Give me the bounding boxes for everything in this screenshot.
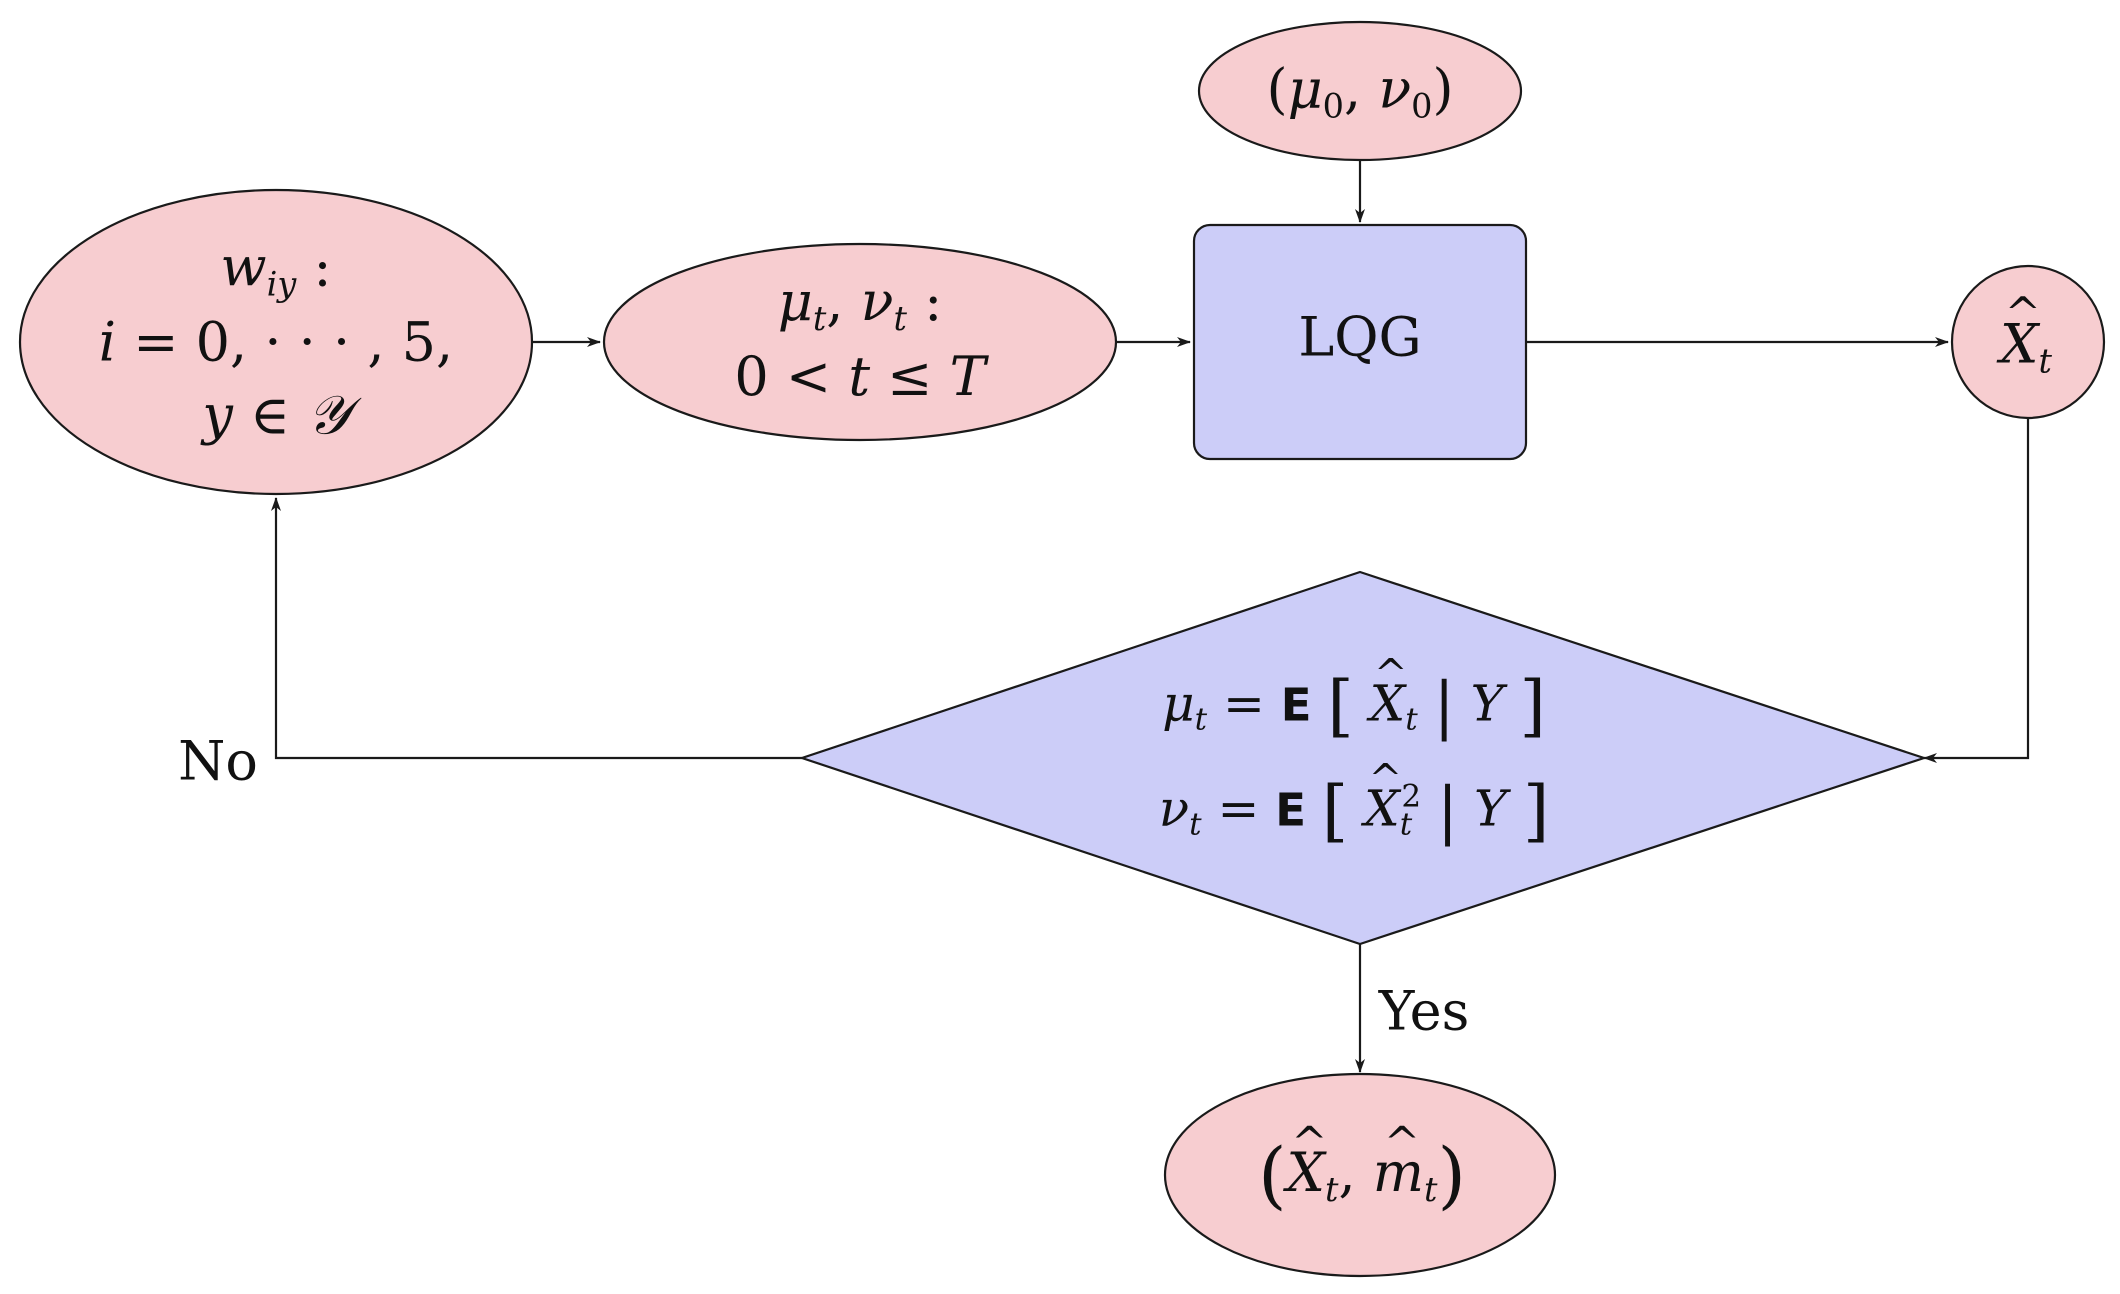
edge-estimate-to-decision	[1923, 416, 2030, 763]
decision-label: μt = E [ Xt | Y ] νt = E [ Xt2 | Y ]	[1159, 653, 1550, 862]
init-sep: ,	[1343, 57, 1379, 121]
weights-in: ∈	[232, 383, 308, 447]
init-open: (	[1266, 57, 1288, 121]
edge-label-yes: Yes	[1379, 976, 1470, 1049]
params-t: t	[848, 345, 871, 409]
decision-x2-sup: 2	[1401, 778, 1422, 815]
decision-close1: ]	[1519, 665, 1546, 745]
weights-line1: wiy :	[99, 231, 453, 306]
decision-expect1: E	[1280, 678, 1312, 732]
weights-range: = 0, · · · , 5,	[116, 310, 454, 374]
decision-open1: [	[1327, 665, 1354, 745]
init-nu-sub: 0	[1411, 86, 1433, 126]
init-nu: ν	[1378, 57, 1412, 121]
params-sep: ,	[826, 269, 861, 333]
node-init	[1197, 20, 1523, 162]
init-label: (μ0, ν0)	[1266, 53, 1453, 128]
init-close: )	[1432, 57, 1454, 121]
params-mu-sub: t	[812, 298, 827, 338]
decision-expect2: E	[1275, 782, 1307, 836]
decision-eq2: =	[1201, 778, 1276, 837]
decision-close2: ]	[1522, 770, 1550, 849]
decision-bar1: |	[1433, 668, 1455, 742]
node-params	[602, 242, 1118, 442]
weights-line2: i = 0, · · · , 5,	[99, 307, 453, 380]
weights-sub: iy	[266, 264, 297, 304]
decision-nu: ν	[1158, 778, 1190, 837]
decision-x2: X	[1364, 770, 1400, 848]
decision-bar2: |	[1437, 773, 1459, 847]
decision-mu: μ	[1162, 674, 1195, 733]
params-mu: μ	[777, 269, 813, 333]
lqg-text: LQG	[1298, 305, 1422, 369]
decision-eq1: =	[1207, 674, 1281, 733]
weights-var: w	[220, 235, 267, 299]
weights-y: y	[202, 383, 233, 447]
weights-index: i	[98, 310, 117, 374]
node-output	[1163, 1072, 1557, 1278]
init-mu-sub: 0	[1322, 86, 1344, 126]
params-nu-sub: t	[893, 298, 907, 338]
output-close: )	[1437, 1132, 1466, 1218]
decision-nu-sub: t	[1189, 806, 1202, 843]
weights-set: 𝒴	[307, 383, 350, 447]
weights-colon: :	[296, 235, 332, 299]
node-lqg	[1192, 223, 1528, 461]
weights-label: wiy : i = 0, · · · , 5, y ∈ 𝒴	[99, 231, 453, 452]
decision-open2: [	[1321, 770, 1349, 849]
estimate-sub: t	[2038, 341, 2052, 381]
output-open: (	[1258, 1132, 1287, 1218]
params-label: μt, νt : 0 < t ≤ T	[734, 266, 985, 414]
edge-label-no: No	[178, 726, 258, 799]
output-m: m	[1373, 1137, 1424, 1210]
no-text: No	[178, 729, 258, 793]
params-line1: μt, νt :	[734, 266, 985, 341]
decision-line2: νt = E [ Xt2 | Y ]	[1159, 758, 1550, 863]
edge-decision-no-to-weights	[271, 497, 802, 760]
params-T: T	[949, 345, 986, 409]
params-leq: ≤	[870, 345, 950, 409]
output-sep: ,	[1338, 1141, 1373, 1205]
params-lower: 0 <	[734, 345, 849, 409]
decision-y2: Y	[1474, 778, 1508, 837]
weights-line3: y ∈ 𝒴	[99, 380, 453, 453]
params-line2: 0 < t ≤ T	[734, 341, 985, 414]
node-weights	[18, 188, 534, 496]
decision-line1: μt = E [ Xt | Y ]	[1159, 653, 1550, 758]
output-label: (Xt, mt)	[1258, 1127, 1466, 1225]
init-mu: μ	[1287, 57, 1323, 121]
output-m-sub: t	[1424, 1170, 1438, 1210]
lqg-label: LQG	[1298, 302, 1421, 375]
node-decision	[798, 570, 1928, 946]
decision-x1-sub: t	[1405, 701, 1418, 738]
decision-mu-sub: t	[1194, 701, 1208, 738]
estimate-var: X	[2000, 308, 2038, 381]
output-x-sub: t	[1324, 1170, 1339, 1210]
decision-x1: X	[1370, 665, 1406, 743]
params-colon: :	[906, 269, 943, 333]
estimate-label: Xt	[2000, 308, 2052, 383]
params-nu: ν	[860, 269, 894, 333]
decision-x2-sub: t	[1399, 806, 1413, 843]
output-x: X	[1287, 1137, 1325, 1210]
decision-y1: Y	[1470, 674, 1504, 733]
yes-text: Yes	[1378, 979, 1470, 1043]
